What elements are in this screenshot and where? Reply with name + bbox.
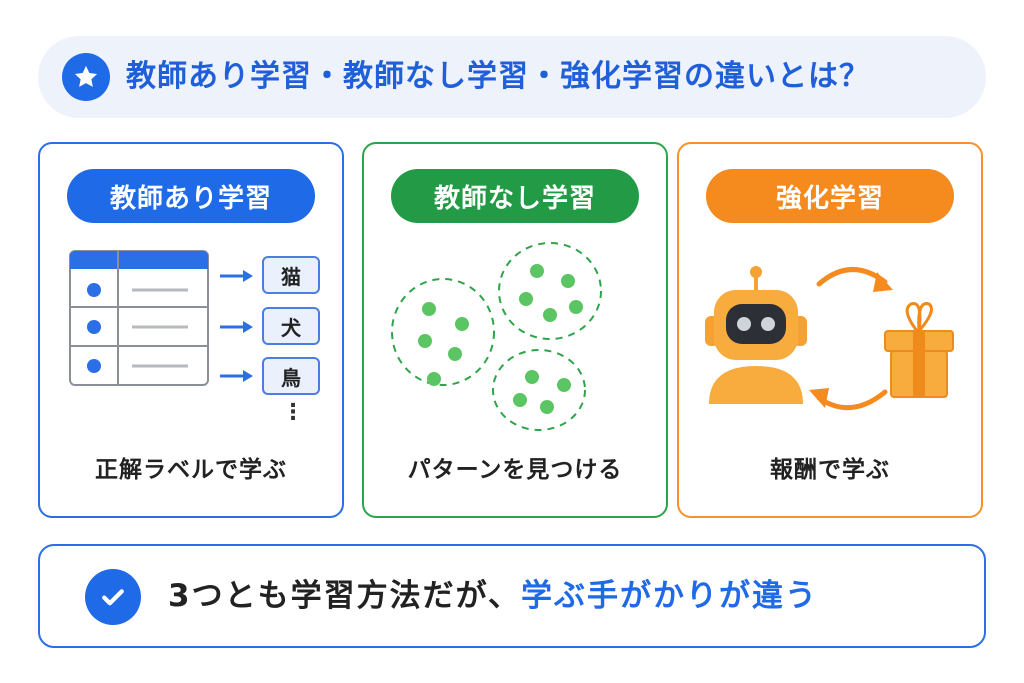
unsupervised-learning-panel: 教師なし学習 パターンを見つける xyxy=(362,142,668,518)
unsupervised-title: 教師なし学習 xyxy=(391,169,639,223)
labeled-table-illustration xyxy=(69,250,253,386)
supervised-caption: 正解ラベルで学ぶ xyxy=(95,457,287,483)
page-title: 教師あり学習・教師なし学習・強化学習の違いとは？ xyxy=(126,59,870,94)
more-labels-ellipsis: ⋮ xyxy=(282,400,304,425)
star-icon xyxy=(62,53,110,101)
supervised-title: 教師あり学習 xyxy=(67,169,315,223)
clusters-illustration xyxy=(391,242,602,431)
summary-text-plain: 3つとも学習方法だが、 xyxy=(168,578,521,614)
gift-icon xyxy=(884,302,954,398)
label-dog: 犬 xyxy=(262,307,320,345)
unsupervised-caption: パターンを見つける xyxy=(407,457,623,483)
label-cat: 猫 xyxy=(262,256,320,294)
reinforcement-title: 強化学習 xyxy=(706,169,954,223)
check-icon xyxy=(85,569,141,625)
robot-icon xyxy=(705,266,807,404)
supervised-learning-panel: 教師あり学習 猫 犬 鳥 ⋮ 正解ラベルで学ぶ xyxy=(38,142,344,518)
reinforcement-learning-panel: 強化学習 報酬で学ぶ xyxy=(677,142,983,518)
header-banner: 教師あり学習・教師なし学習・強化学習の違いとは？ xyxy=(38,36,986,118)
reinforcement-caption: 報酬で学ぶ xyxy=(770,457,890,483)
label-bird: 鳥 xyxy=(262,357,320,395)
summary-banner: 3つとも学習方法だが、学ぶ手がかりが違う xyxy=(38,544,986,648)
summary-text-accent: 学ぶ手がかりが違う xyxy=(520,578,818,614)
summary-text: 3つとも学習方法だが、学ぶ手がかりが違う xyxy=(168,546,818,646)
robot-reward-illustration xyxy=(705,266,954,411)
